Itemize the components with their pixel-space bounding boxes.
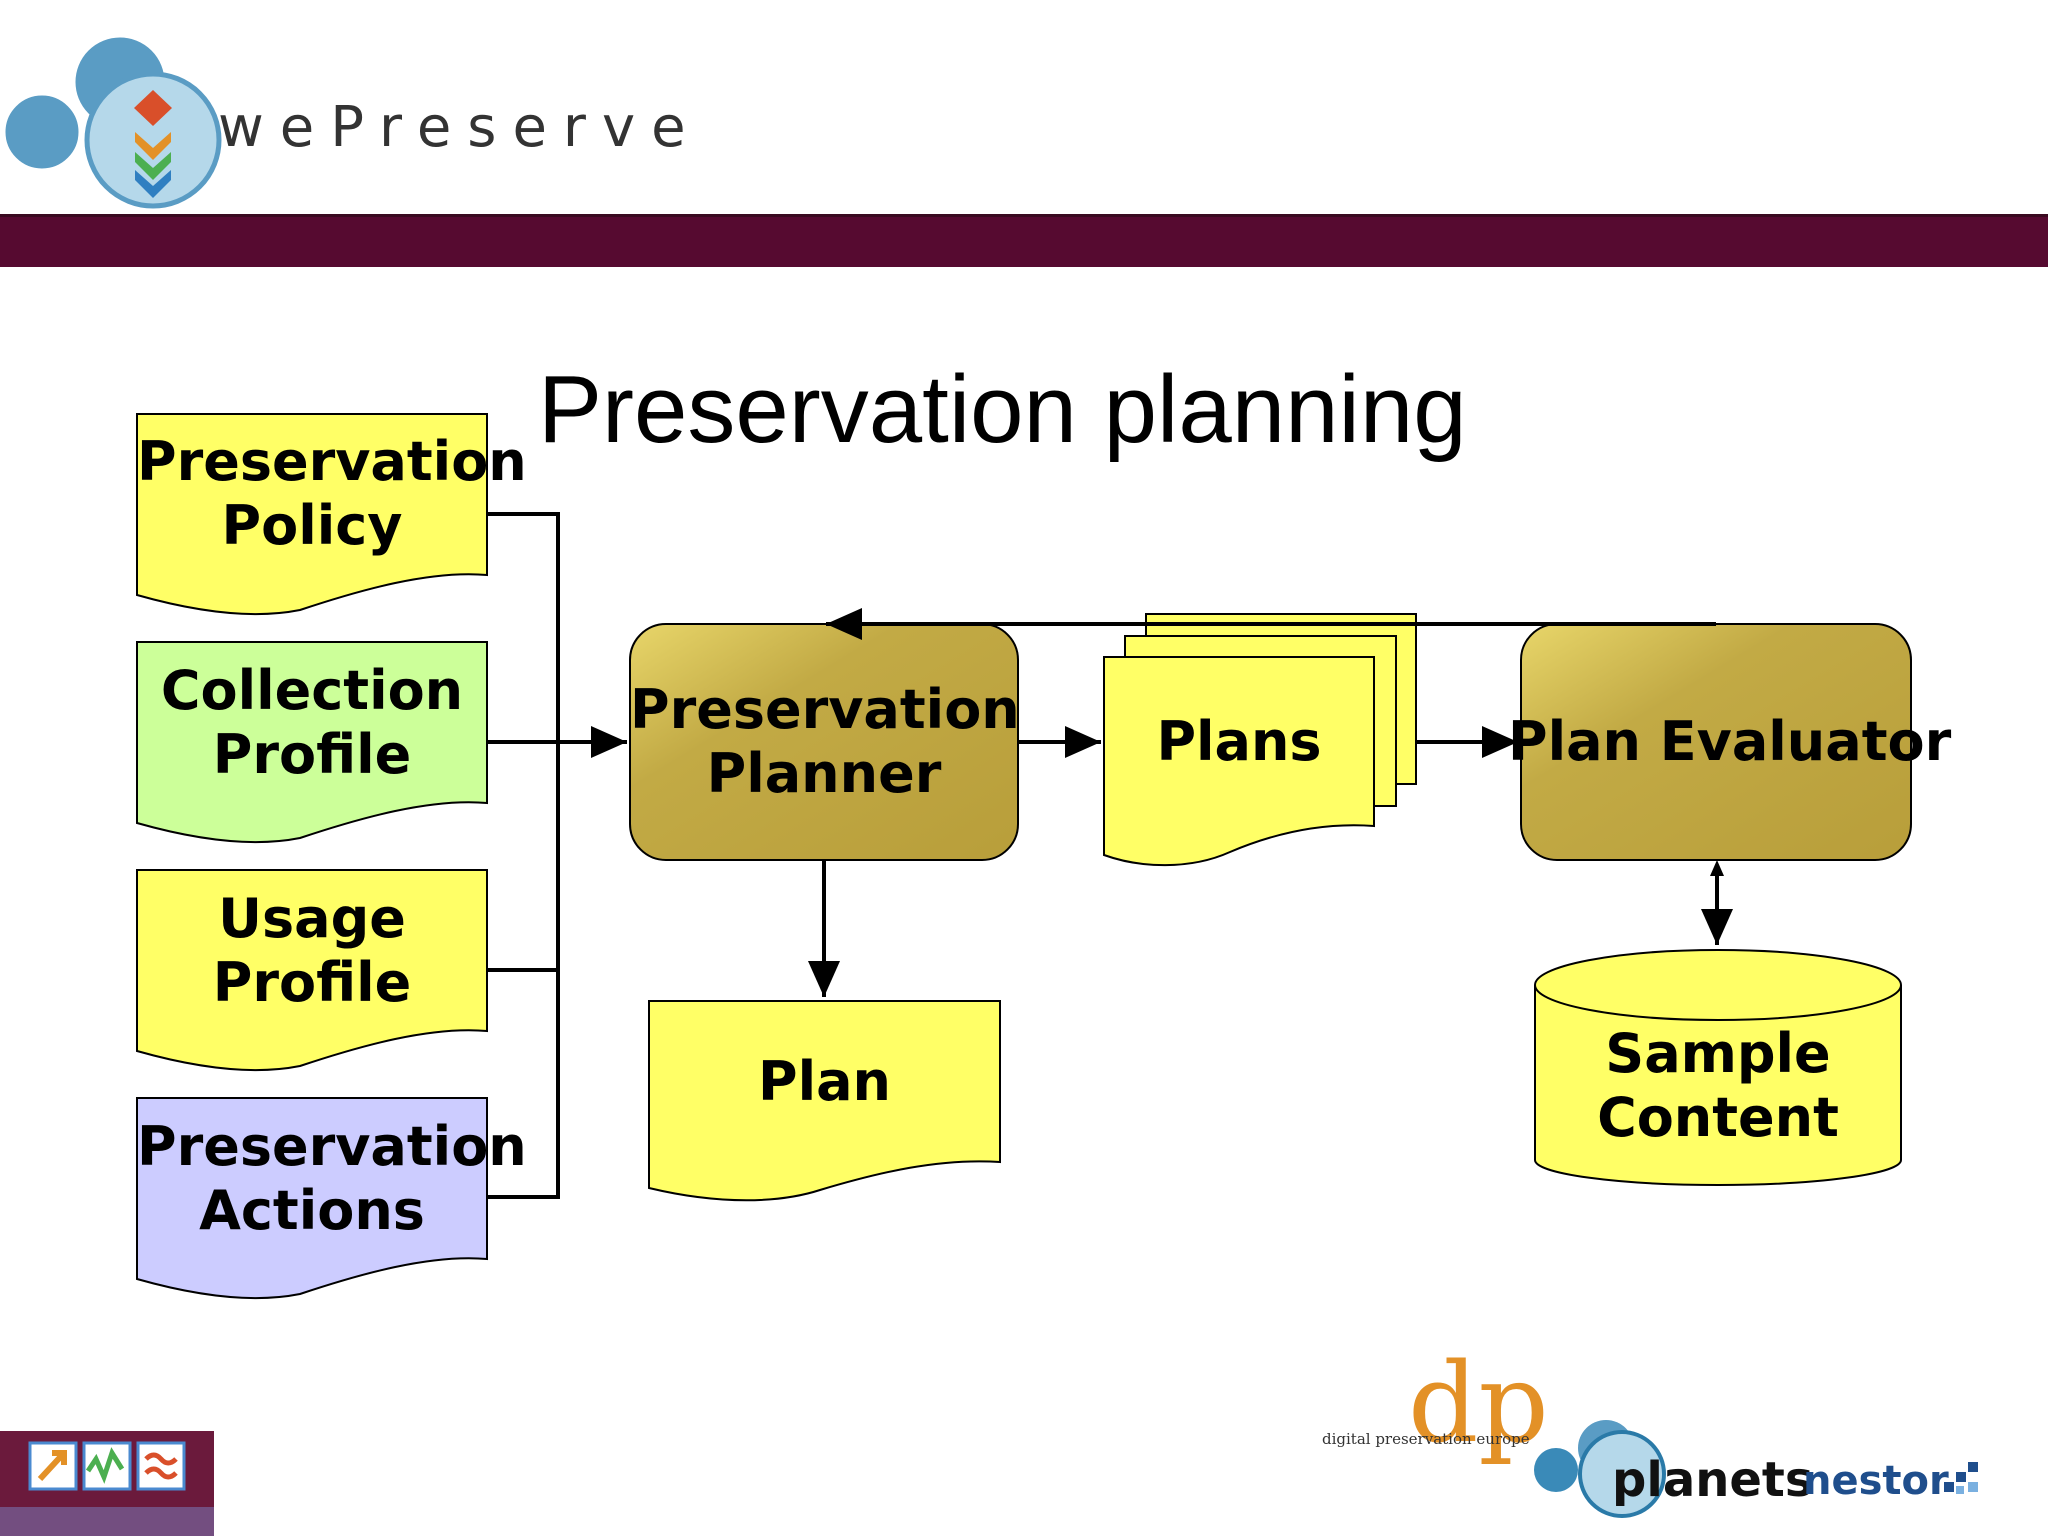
header-band — [0, 217, 2048, 267]
preservation-actions-doc — [136, 1097, 488, 1299]
plan-evaluator-label: Plan Evaluator — [1508, 710, 1952, 773]
evaluator-sample-arrow-up — [1710, 860, 1724, 876]
plan-label: Plan — [758, 1050, 891, 1113]
planets-logo-icon — [1534, 1420, 1666, 1518]
planets-logo-text: planets — [1612, 1452, 1814, 1508]
nestor-logo-text: nestor — [1803, 1458, 1949, 1504]
nestor-logo-icon — [1944, 1462, 1978, 1494]
dpe-logo-letters: dp — [1408, 1339, 1549, 1467]
header-divider — [0, 214, 2048, 217]
wepreserve-logo-text: wePreserve — [218, 95, 702, 160]
sample-content-cylinder-top — [1534, 949, 1902, 1021]
page-title: Preservation planning — [538, 356, 1467, 463]
preservation-policy-doc — [136, 413, 488, 615]
usage-profile-doc — [136, 869, 488, 1071]
information-society-logo-icon — [0, 1431, 214, 1536]
plan-doc — [648, 1000, 1001, 1202]
inputs-connector — [487, 512, 560, 1199]
sample-content-cylinder — [1534, 985, 1902, 1186]
dpe-logo-text: digital preservation europe — [1322, 1430, 1530, 1448]
collection-profile-doc — [136, 641, 488, 843]
wepreserve-logo-icon — [2, 34, 222, 209]
plans-label: Plans — [1156, 710, 1322, 773]
plans-doc-front — [1103, 656, 1375, 867]
